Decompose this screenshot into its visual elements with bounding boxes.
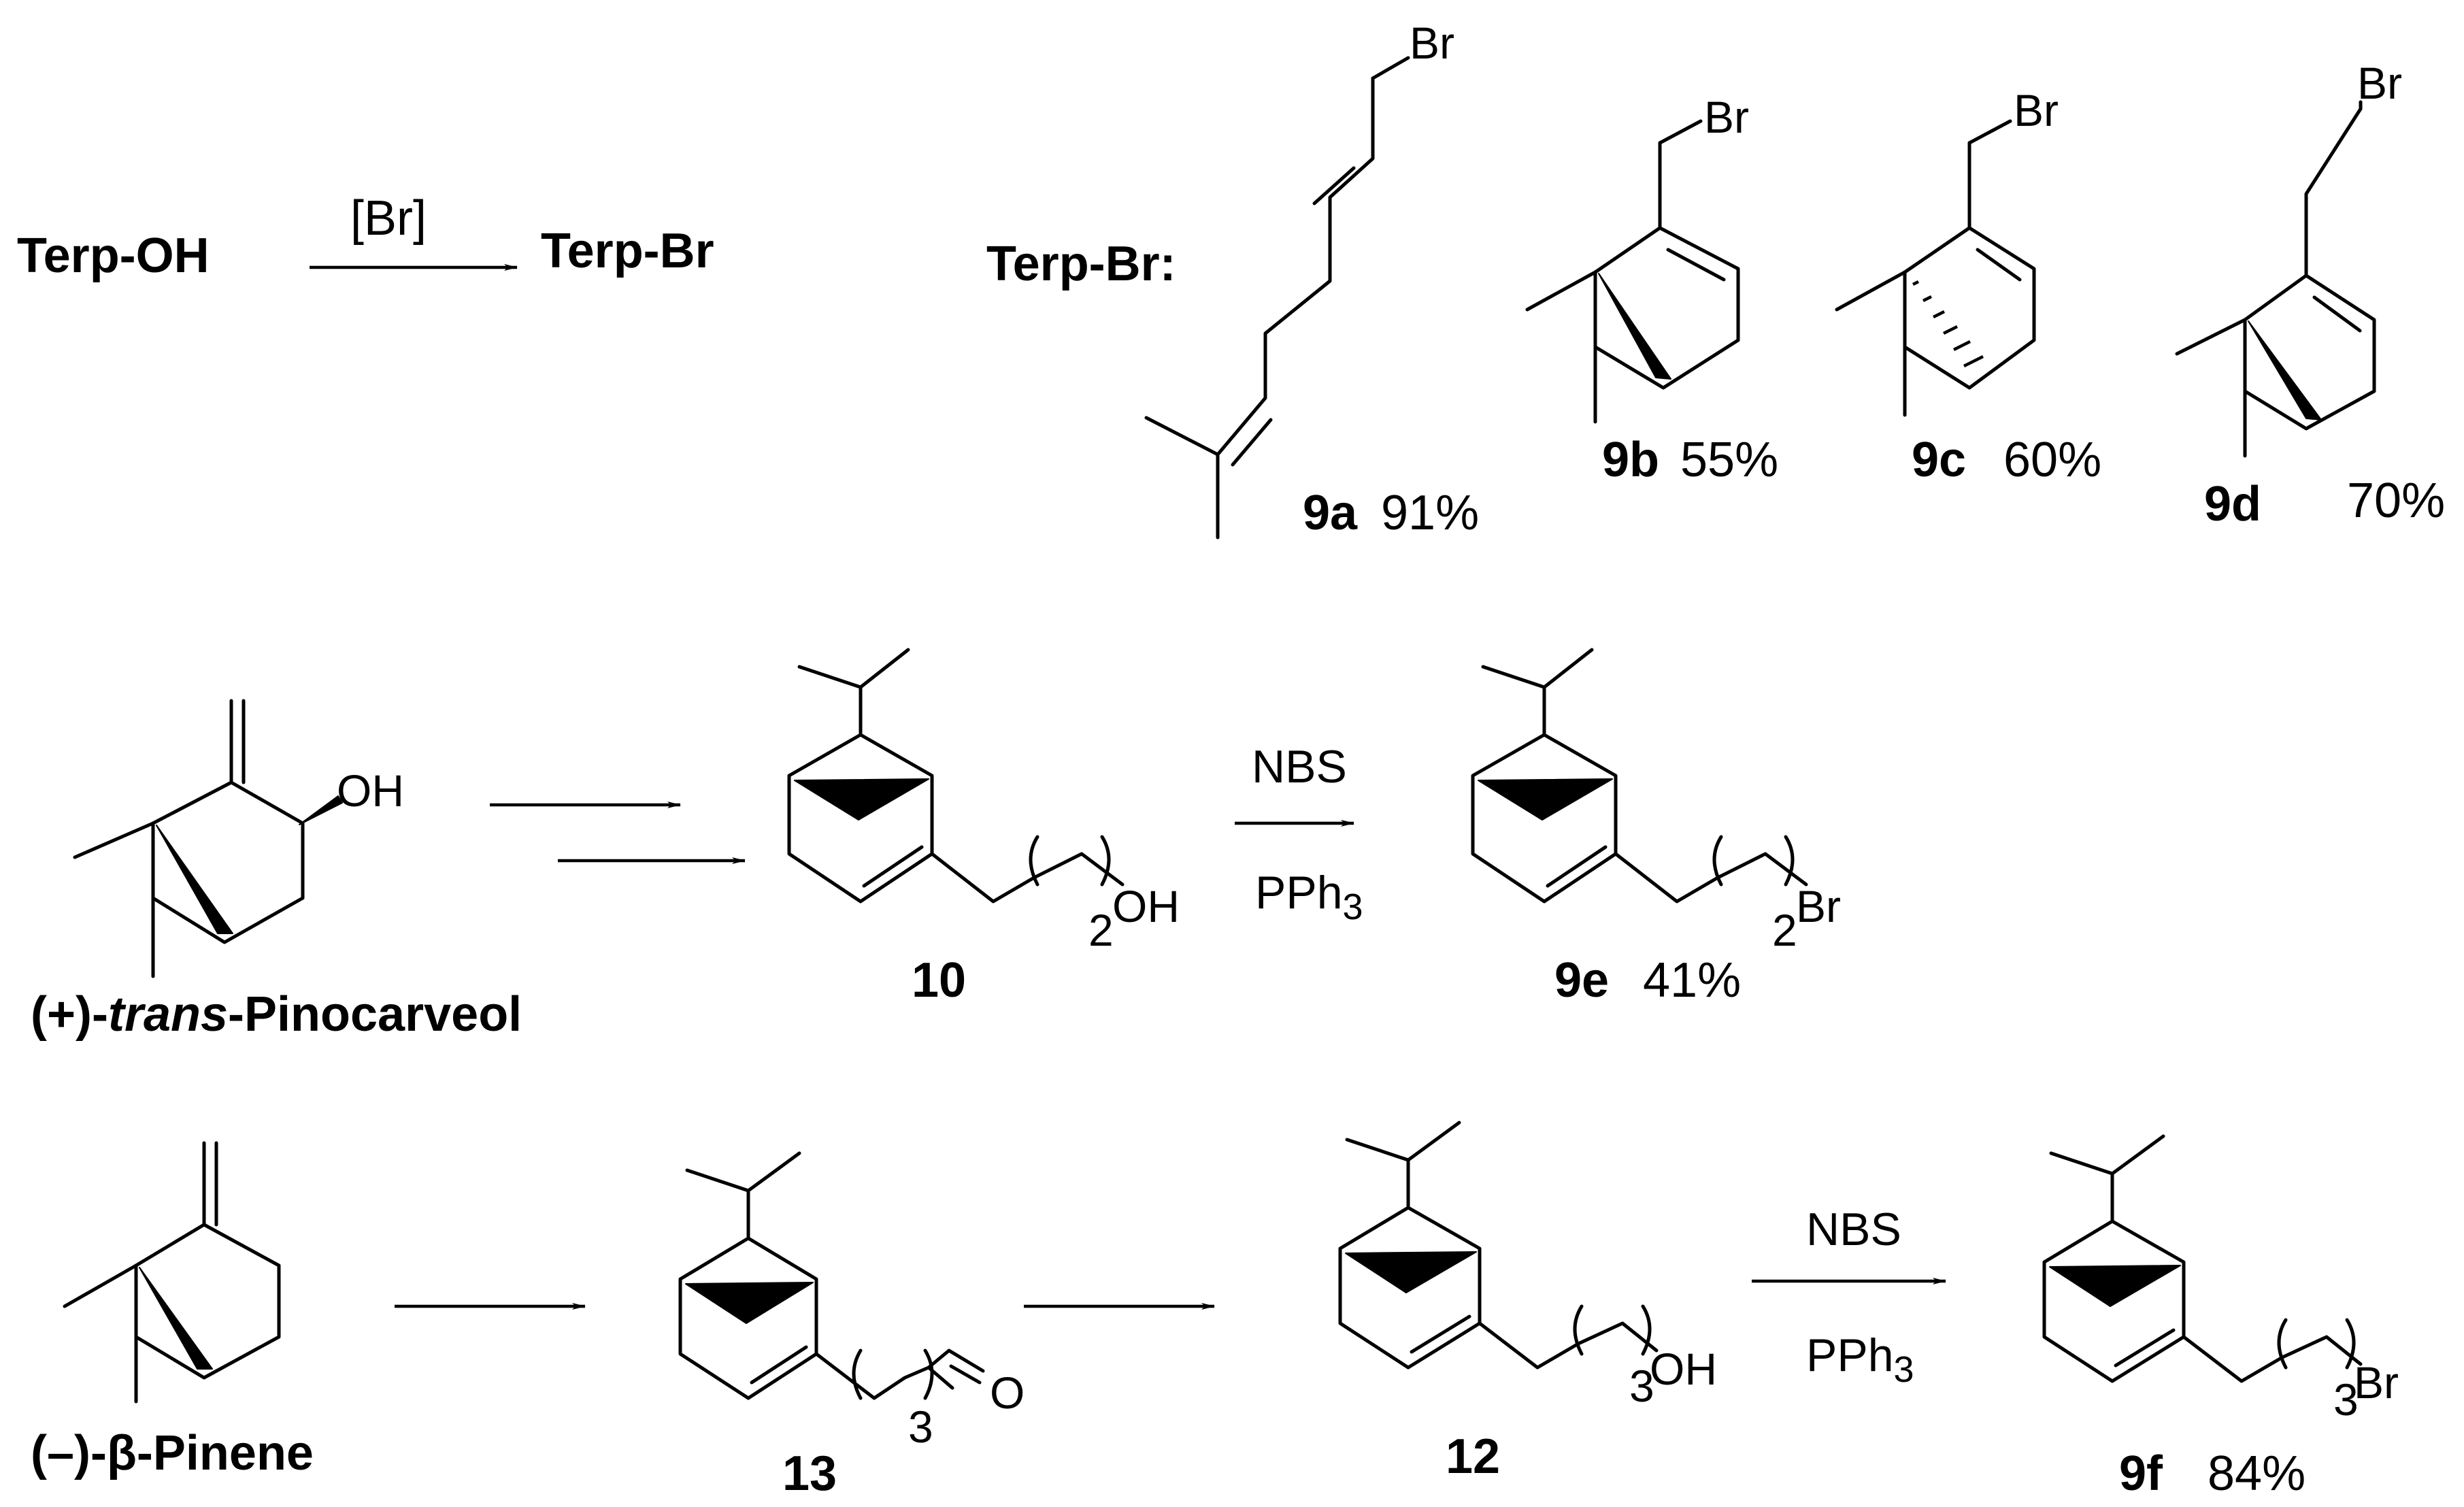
compound-label: 9e: [1554, 953, 1609, 1008]
compound-12: 3 OH 12: [1338, 1121, 1717, 1484]
compound-9f: 3 Br 9f 84%: [2042, 1134, 2399, 1501]
reagent-nbs: NBS: [1806, 1204, 1901, 1255]
compound-yield: 91%: [1381, 486, 1479, 540]
hydroxyl-group: OH: [337, 765, 404, 816]
reagent-pph3: PPh3: [1806, 1329, 1914, 1390]
compound-label: 13: [782, 1446, 837, 1501]
bromination-step-row2: NBS PPh3: [1235, 741, 1363, 927]
hydroxyl-group: OH: [1650, 1344, 1717, 1394]
compound-label: 12: [1446, 1429, 1500, 1484]
bromine-atom: Br: [2357, 58, 2402, 108]
compound-9a: Br 9a 91%: [1144, 18, 1479, 540]
repeat-subscript: 2: [1088, 905, 1114, 955]
beta-pinene: (–)-β-Pinene: [31, 1141, 314, 1480]
product-label: Terp-Br: [541, 224, 714, 278]
compound-yield: 55%: [1680, 433, 1778, 487]
compound-10: 2 OH 10: [787, 648, 1180, 1008]
compound-9c: Br 9c 60%: [1835, 85, 2101, 487]
repeat-subscript: 3: [2333, 1374, 2359, 1425]
bromine-atom: Br: [1796, 881, 1841, 931]
compound-yield: 84%: [2208, 1446, 2305, 1501]
compound-9d: Br 9d 70%: [2175, 58, 2445, 531]
starting-material-label: (–)-β-Pinene: [31, 1426, 314, 1480]
repeat-subscript: 3: [908, 1402, 933, 1452]
compound-label: 9f: [2119, 1446, 2163, 1501]
reaction-1: Terp-OH [Br] Terp-Br Terp-Br:: [17, 191, 1176, 291]
compound-9b: Br 9b 55%: [1525, 92, 1778, 487]
compound-label: 9d: [2204, 477, 2261, 531]
repeat-subscript: 3: [1629, 1361, 1654, 1411]
reagent-pph3: PPh3: [1255, 867, 1363, 927]
compound-yield: 41%: [1643, 953, 1741, 1008]
compound-9e: 2 Br 9e 41%: [1471, 648, 1841, 1008]
repeat-subscript: 2: [1772, 905, 1797, 955]
reagent-label: [Br]: [350, 191, 427, 246]
carbonyl-oxygen: O: [990, 1368, 1025, 1418]
starting-material-label: (+)-trans-Pinocarveol: [31, 987, 522, 1042]
bromine-atom: Br: [1704, 92, 1749, 142]
compound-label: 9c: [1912, 433, 1966, 487]
hydroxyl-group: OH: [1112, 881, 1180, 931]
compound-label: 9b: [1602, 433, 1659, 487]
products-heading: Terp-Br:: [986, 237, 1176, 291]
trans-pinocarveol: OH (+)-trans-Pinocarveol: [31, 699, 522, 1042]
compound-label: 10: [912, 953, 966, 1008]
compound-label: 9a: [1303, 486, 1358, 540]
reagent-nbs: NBS: [1252, 741, 1347, 793]
bromine-atom: Br: [1410, 18, 1454, 68]
compound-13: 3 O 13: [678, 1151, 1025, 1501]
bromine-atom: Br: [2354, 1357, 2399, 1408]
reactant-label: Terp-OH: [17, 229, 210, 283]
compound-yield: 70%: [2347, 474, 2445, 528]
bromine-atom: Br: [2014, 85, 2059, 135]
bromination-step-row3: NBS PPh3: [1752, 1204, 1946, 1390]
compound-yield: 60%: [2003, 433, 2101, 487]
